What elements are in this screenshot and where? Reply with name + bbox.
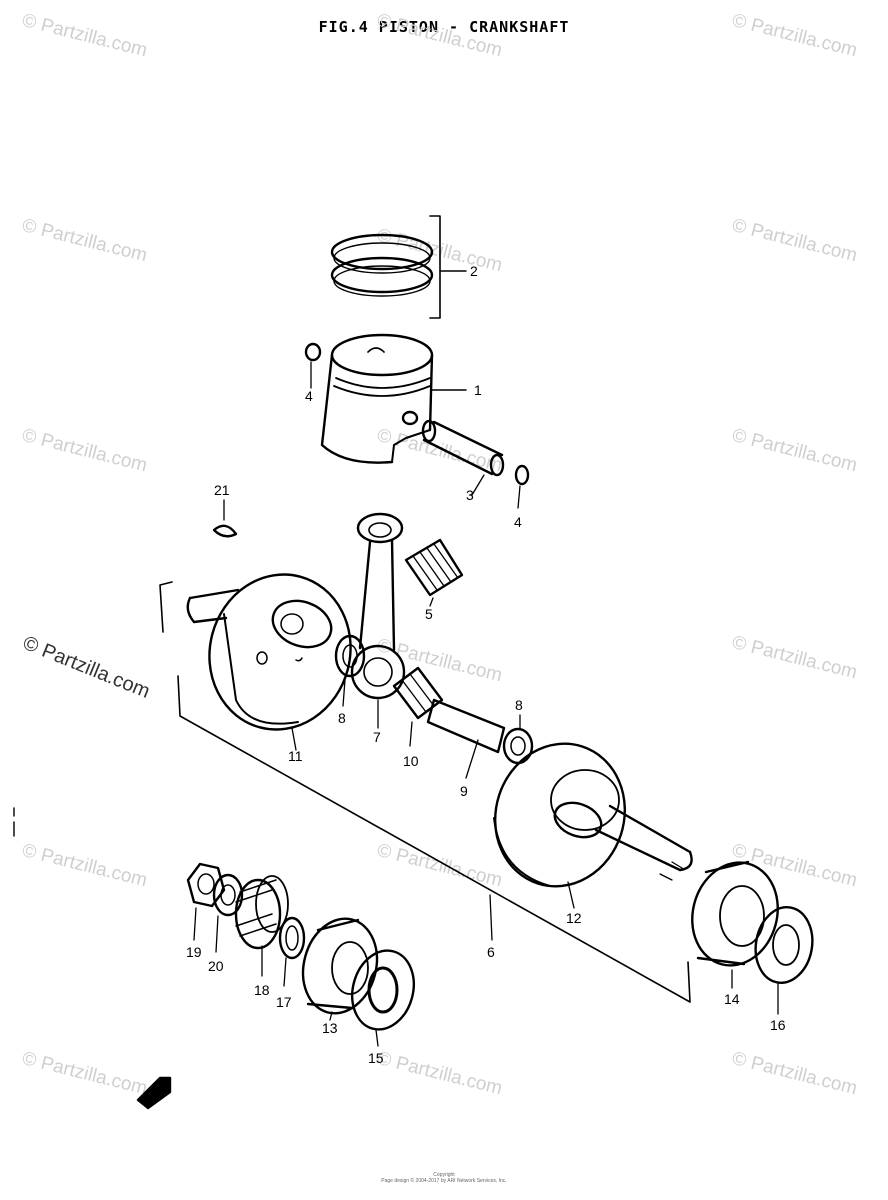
callout-label: 4 (305, 388, 313, 404)
callout-label: 3 (466, 487, 474, 503)
crankshaft-nut (186, 862, 226, 941)
callout-label: 13 (322, 1020, 338, 1036)
piston-pin (421, 419, 505, 496)
woodruff-key (212, 499, 238, 538)
piston-rings (330, 215, 467, 319)
callout-label: 21 (214, 482, 230, 498)
needle-bearing-small-end (404, 538, 464, 607)
crank-flywheel-right (493, 742, 693, 909)
callout-label: 2 (470, 263, 478, 279)
callout-label: 12 (566, 910, 582, 926)
crankshaft-assembly-bracket (159, 581, 691, 1003)
callout-label: 4 (514, 514, 522, 530)
callout-label: 1 (474, 382, 482, 398)
oil-seal-right (754, 906, 814, 1015)
copyright-footer: Copyright Page design © 2004-2017 by ARI… (0, 1172, 888, 1184)
crank-flywheel-left (186, 573, 352, 751)
callout-label: 18 (254, 982, 270, 998)
piston (320, 333, 467, 464)
callout-label: 7 (373, 729, 381, 745)
figure-title: FIG.4 PISTON - CRANKSHAFT (318, 18, 570, 36)
crankshaft-washer (212, 873, 244, 953)
connecting-rod (350, 512, 406, 729)
callout-label: 8 (515, 697, 523, 713)
callout-label: 9 (460, 783, 468, 799)
oil-seal (278, 916, 306, 987)
callout-label: 8 (338, 710, 346, 726)
callout-label: 5 (425, 606, 433, 622)
oil-seal-left (351, 949, 415, 1047)
callout-label: 19 (186, 944, 202, 960)
copyright-line: Copyright (433, 1172, 455, 1178)
piston-pin-clip (304, 342, 530, 509)
callout-label: 15 (368, 1050, 384, 1066)
needle-bearing-big-end (392, 666, 444, 747)
callout-label: 11 (288, 748, 303, 764)
crank-pin (426, 698, 506, 779)
copyright-line: Page design © 2004-2017 by ARI Network S… (381, 1178, 507, 1184)
crankshaft-bearing-left (301, 917, 379, 1021)
callout-label: 20 (208, 958, 224, 974)
primary-drive-gear (234, 875, 289, 977)
callout-label: 10 (403, 753, 419, 769)
crankshaft-bearing-right (691, 860, 779, 989)
callout-label: 16 (770, 1017, 786, 1033)
callout-label: 6 (487, 944, 495, 960)
callout-label: 14 (724, 991, 740, 1007)
callout-label: 17 (276, 994, 292, 1010)
front-direction-arrow (136, 1076, 172, 1110)
